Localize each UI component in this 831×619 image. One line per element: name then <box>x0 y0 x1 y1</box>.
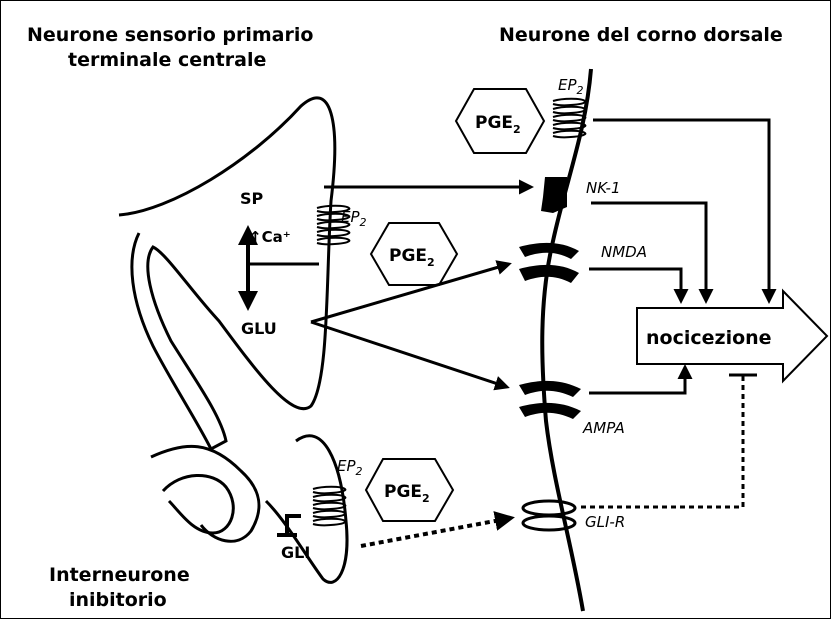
gli-label: GLI <box>281 543 310 562</box>
nmda-label: NMDA <box>601 243 647 261</box>
nk1-label: NK-1 <box>586 179 621 197</box>
glir-inhibition-dashed <box>581 375 743 507</box>
glir-label: GLI-R <box>585 513 625 531</box>
gli-receptor <box>523 501 575 515</box>
gli-to-glir-dashed-arrow <box>361 518 511 546</box>
glu-to-ampa-arrow <box>311 322 507 387</box>
sensory-terminal-outline <box>119 98 335 449</box>
glu-label: GLU <box>241 319 277 338</box>
ampa-to-nocicezione-arrow <box>589 367 685 393</box>
ampa-label: AMPA <box>582 419 625 437</box>
ep2-receptor-dorsal <box>553 99 585 137</box>
ca-label: ↑Ca⁺ <box>249 228 291 246</box>
gli-receptor-2 <box>523 516 575 530</box>
ep2-label-dorsal: EP2 <box>558 76 584 97</box>
nocicezione-label: nocicezione <box>646 327 772 349</box>
nmda-to-nocicezione-arrow <box>589 269 681 301</box>
ampa-receptor <box>519 381 581 419</box>
interneuron-outline <box>151 446 259 541</box>
ep2-receptor-interneuron <box>313 487 345 525</box>
ep2-label-presynaptic: EP2 <box>341 208 367 229</box>
sp-label: SP <box>240 189 264 208</box>
ep2-label-interneuron: EP2 <box>337 457 363 478</box>
nk1-receptor <box>541 177 567 213</box>
